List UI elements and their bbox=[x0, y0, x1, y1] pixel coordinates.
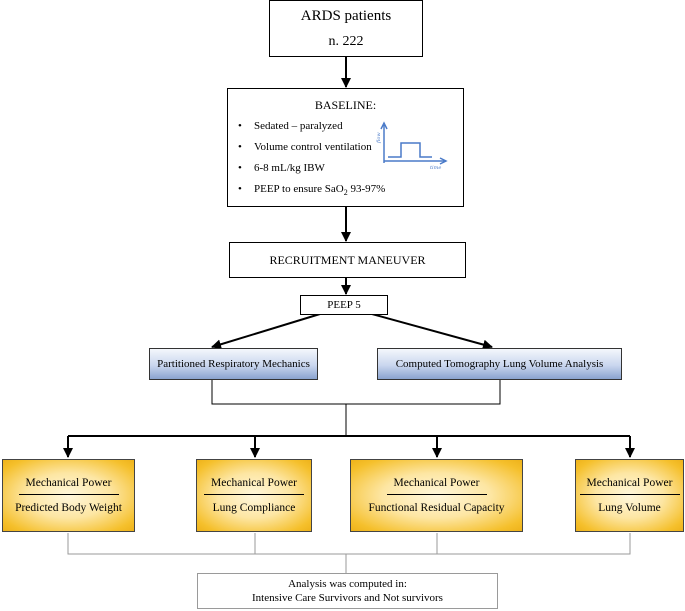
outcome-mp-pbw-box: Mechanical Power Predicted Body Weight bbox=[2, 459, 135, 532]
analysis-line1: Analysis was computed in: bbox=[288, 578, 407, 590]
baseline-item: Volume control ventilation bbox=[236, 138, 385, 159]
peep5-label: PEEP 5 bbox=[327, 299, 361, 311]
branch-join-line bbox=[211, 380, 501, 405]
outcome-mp-frc-box: Mechanical Power Functional Residual Cap… bbox=[350, 459, 523, 532]
mp-title: Mechanical Power bbox=[211, 477, 297, 489]
outcome-mp-compliance-box: Mechanical Power Lung Compliance bbox=[196, 459, 312, 532]
baseline-list: Sedated – paralyzed Volume control venti… bbox=[236, 117, 385, 201]
ct-lung-volume-box: Computed Tomography Lung Volume Analysis bbox=[377, 348, 622, 380]
arrow-peep5-to-right-branch bbox=[371, 313, 493, 350]
fraction-bar bbox=[386, 494, 487, 495]
peep5-box: PEEP 5 bbox=[300, 295, 388, 315]
waveform-x-label: time bbox=[430, 165, 441, 169]
mp-denominator: Lung Volume bbox=[598, 502, 661, 514]
outcome-mp-lung-volume-box: Mechanical Power Lung Volume bbox=[575, 459, 684, 532]
mp-denominator: Predicted Body Weight bbox=[15, 502, 122, 514]
mp-title: Mechanical Power bbox=[25, 477, 112, 489]
ct-lung-volume-label: Computed Tomography Lung Volume Analysis bbox=[395, 358, 604, 370]
outcomes-merge-line bbox=[67, 533, 631, 555]
waveform-square-pulse bbox=[388, 142, 432, 158]
peep-prefix: PEEP to ensure SaO bbox=[254, 183, 344, 195]
peep-suffix: 93-97% bbox=[347, 183, 386, 195]
baseline-box: BASELINE: Sedated – paralyzed Volume con… bbox=[227, 88, 464, 207]
analysis-line2: Intensive Care Survivors and Not survivo… bbox=[252, 592, 443, 604]
recruitment-label: RECRUITMENT MANEUVER bbox=[269, 252, 426, 267]
mp-title: Mechanical Power bbox=[393, 477, 480, 489]
arrow-peep5-to-left-branch bbox=[211, 313, 321, 350]
baseline-title: BASELINE: bbox=[314, 98, 377, 112]
ards-patients-box: ARDS patients n. 222 bbox=[269, 0, 423, 57]
baseline-item: Sedated – paralyzed bbox=[236, 117, 385, 138]
baseline-item-peep: PEEP to ensure SaO2 93-97% bbox=[236, 180, 385, 201]
partitioned-mechanics-box: Partitioned Respiratory Mechanics bbox=[149, 348, 318, 380]
waveform-y-label: flow bbox=[376, 132, 382, 144]
mp-title: Mechanical Power bbox=[586, 477, 673, 489]
mp-denominator: Functional Residual Capacity bbox=[368, 502, 505, 514]
partitioned-mechanics-label: Partitioned Respiratory Mechanics bbox=[157, 358, 310, 370]
peep-subscript: 2 bbox=[343, 188, 348, 198]
fraction-bar bbox=[18, 494, 119, 495]
fraction-bar bbox=[204, 494, 304, 495]
ards-count: n. 222 bbox=[328, 33, 364, 49]
flow-waveform-icon: flow time bbox=[376, 121, 448, 169]
mp-denominator: Lung Compliance bbox=[212, 502, 296, 514]
recruitment-maneuver-box: RECRUITMENT MANEUVER bbox=[229, 242, 466, 278]
analysis-box: Analysis was computed in: Intensive Care… bbox=[197, 573, 498, 609]
baseline-item: 6-8 mL/kg IBW bbox=[236, 159, 385, 180]
ards-title: ARDS patients bbox=[300, 7, 392, 24]
fraction-bar bbox=[579, 494, 680, 495]
